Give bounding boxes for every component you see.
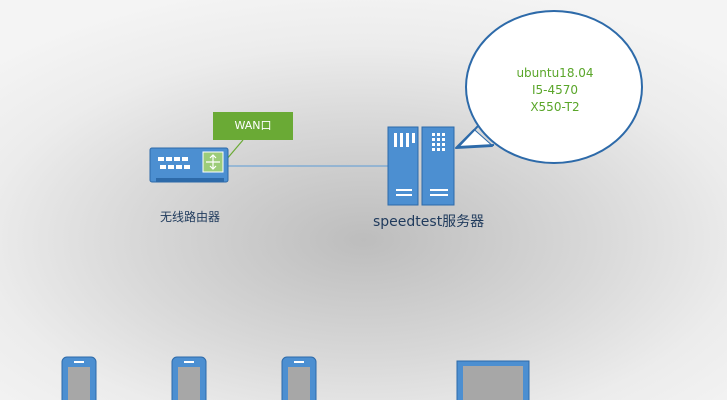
server-icon [387,126,455,206]
phone-icon [281,356,317,400]
wan-label: WAN口 [234,119,272,132]
wan-connector-line [225,139,244,161]
phone-icon [61,356,97,400]
router-icon [149,147,229,183]
server-spec-os: ubuntu18.04 [516,66,594,80]
wan-label-box [213,112,293,140]
phone-icon [171,356,207,400]
server-label: speedtest服务器 [373,214,485,230]
server-spec-nic: X550-T2 [530,100,580,114]
server-spec-cpu: I5-4570 [531,83,579,97]
spec-bubble [455,10,643,164]
laptop-icon [456,360,530,400]
router-label: 无线路由器 [160,210,221,224]
